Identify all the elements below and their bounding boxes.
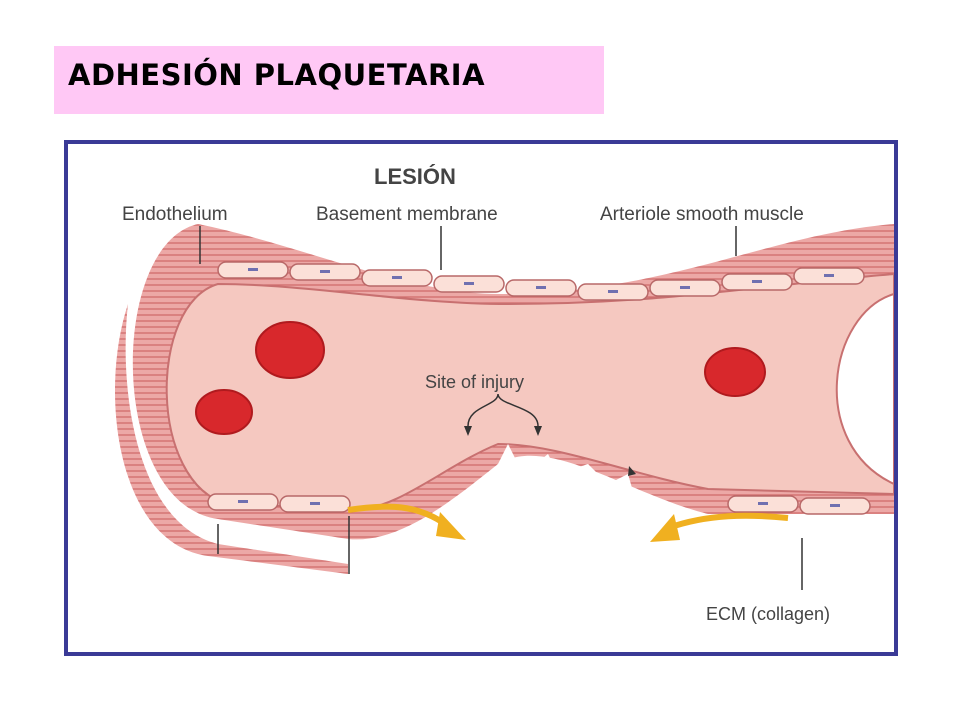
vessel-diagram: LESIÓN Endothelium Basement membrane Art…: [114, 164, 894, 624]
arrow-left: [347, 503, 450, 529]
vessel-opening: [835, 292, 894, 486]
arrow-right: [667, 512, 789, 531]
title-banner: ADHESIÓN PLAQUETARIA: [54, 46, 604, 114]
red-blood-cell: [195, 389, 253, 435]
label-basement-membrane: Basement membrane: [316, 204, 498, 225]
injury-site: [448, 444, 668, 604]
label-ecm: ECM (collagen): [706, 604, 830, 624]
heading-lesion: LESIÓN: [374, 164, 456, 189]
red-blood-cell: [255, 321, 325, 379]
vessel-lumen: [165, 272, 894, 511]
diagram-frame: LESIÓN Endothelium Basement membrane Art…: [64, 140, 898, 656]
label-smooth-muscle: Arteriole smooth muscle: [600, 204, 804, 225]
red-blood-cell: [704, 347, 766, 397]
injury-bracket: [467, 393, 539, 427]
page-title: ADHESIÓN PLAQUETARIA: [68, 58, 486, 92]
label-endothelium: Endothelium: [122, 204, 228, 225]
label-site-of-injury: Site of injury: [425, 372, 524, 392]
